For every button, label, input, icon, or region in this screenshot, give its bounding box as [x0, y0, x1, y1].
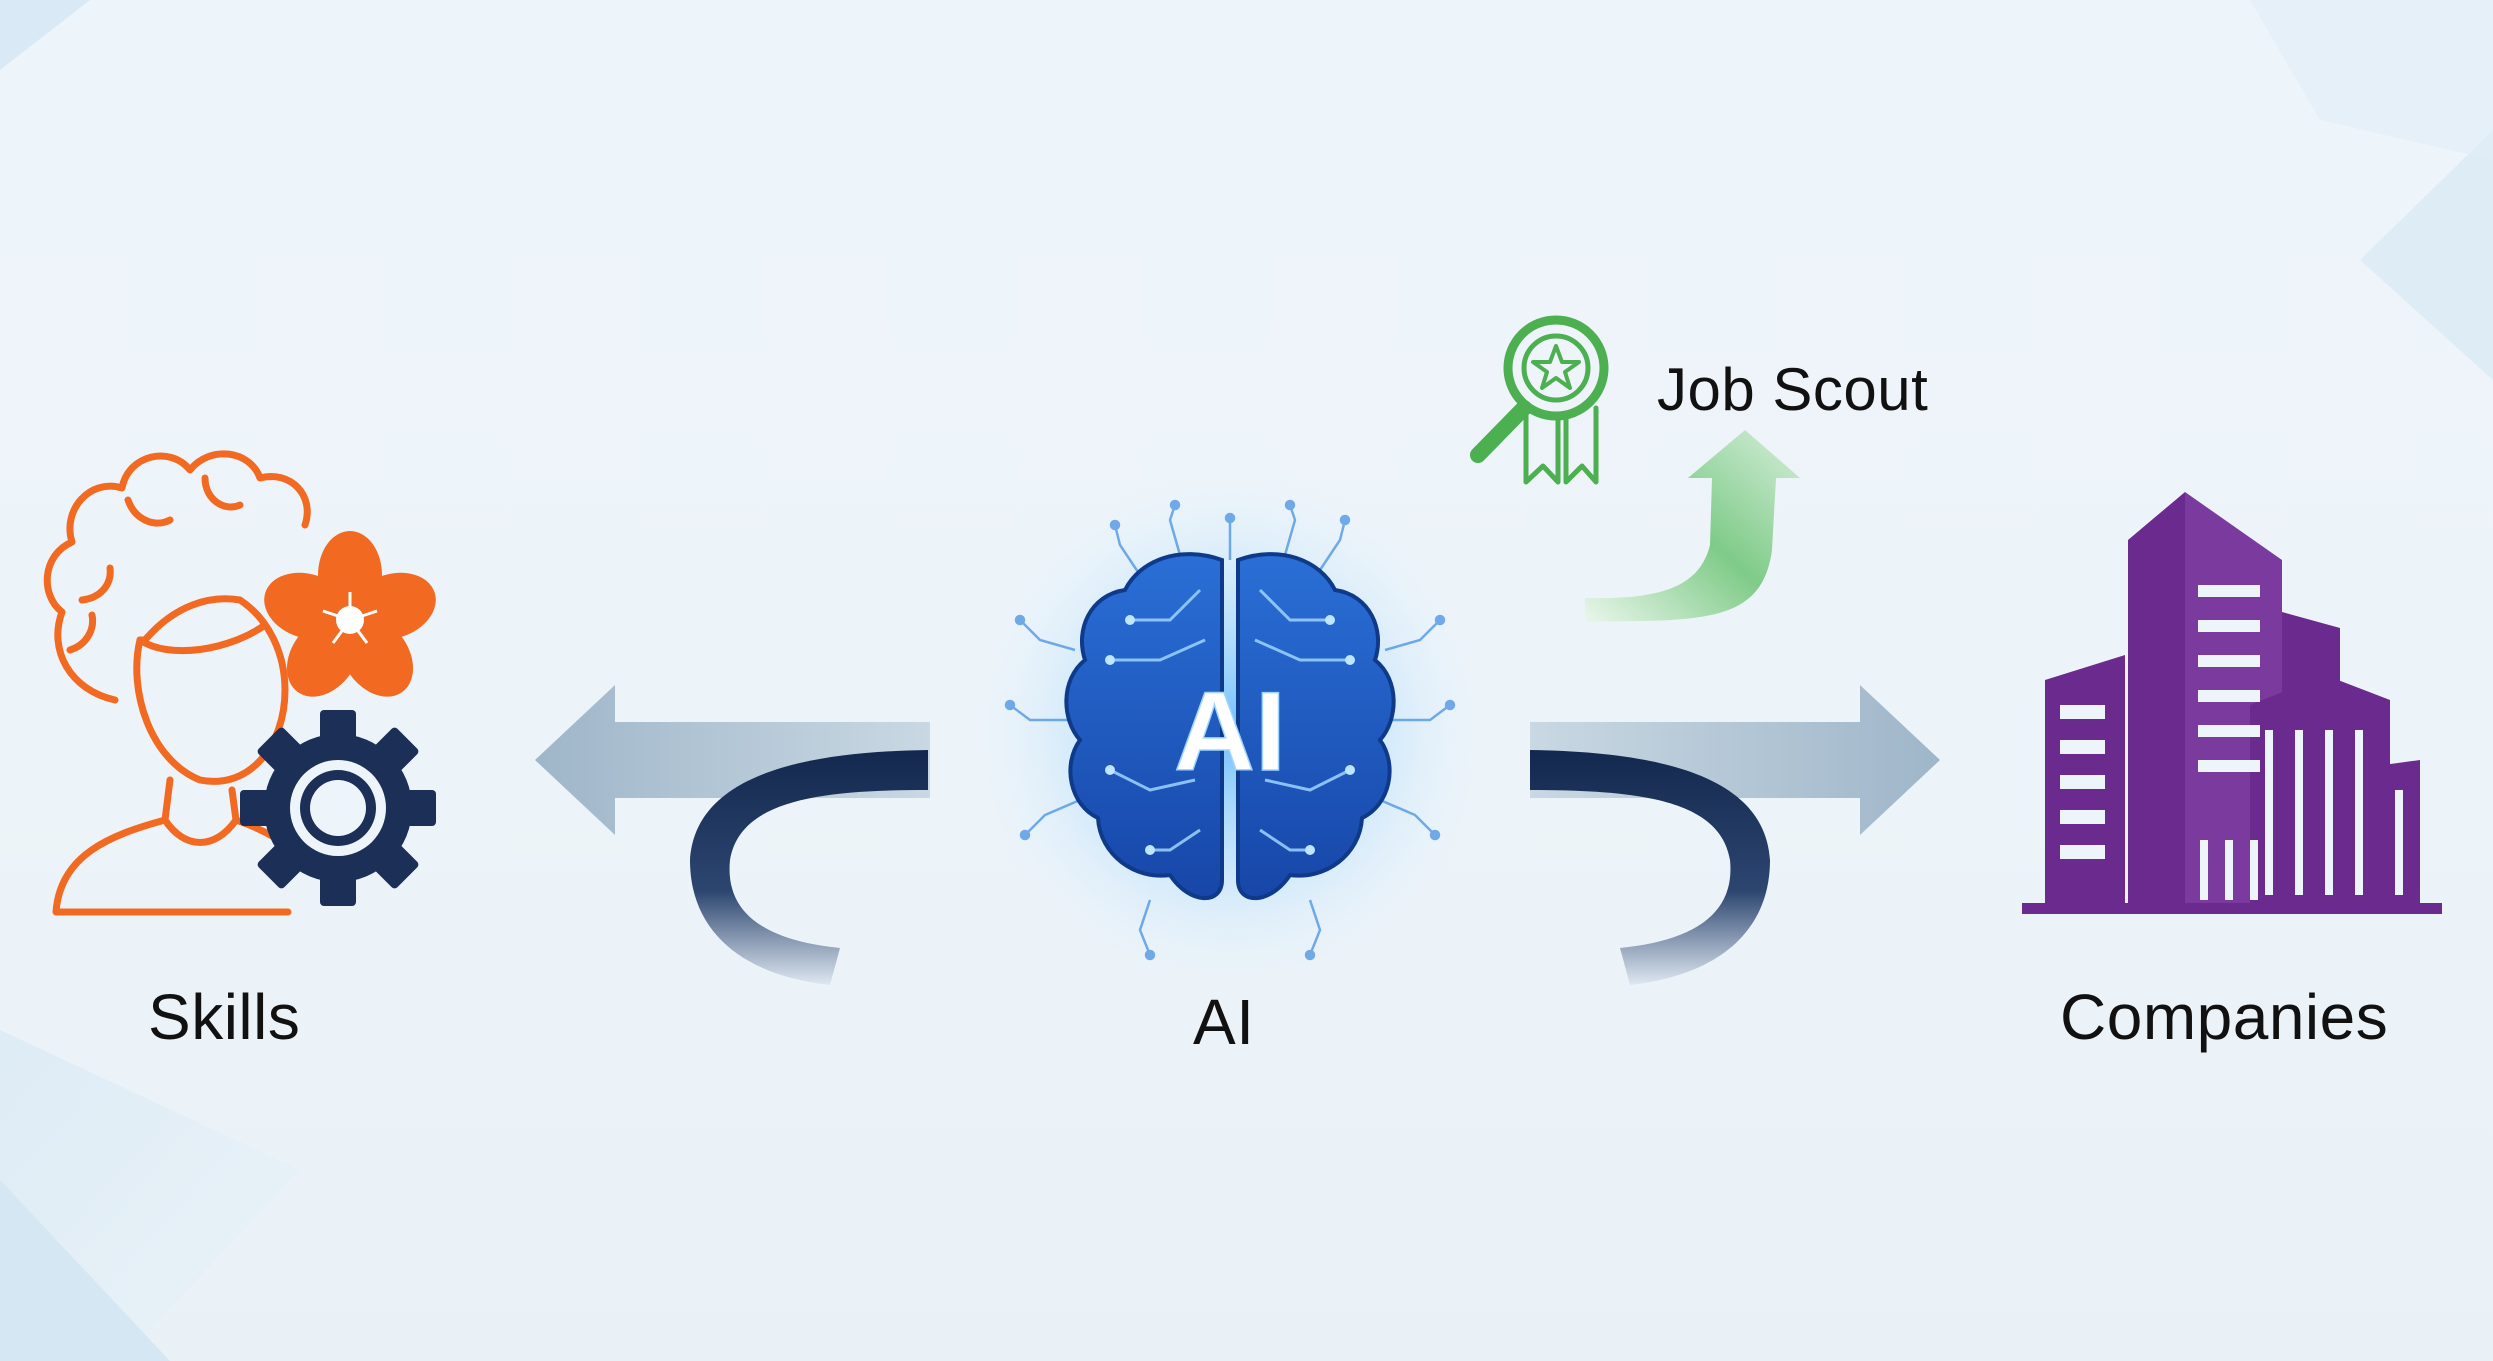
person-brain-gear-icon [43, 450, 436, 916]
flower-icon [264, 531, 436, 697]
ai-brain-circuit-icon: AI [960, 460, 1500, 1000]
arrow-ai-to-job-scout [1585, 430, 1800, 622]
companies-label: Companies [2060, 981, 2389, 1053]
arrow-ai-to-skills [535, 685, 930, 835]
ai-label: AI [1193, 986, 1255, 1058]
job-scout-label: Job Scout [1657, 356, 1929, 423]
office-buildings-icon [2022, 492, 2442, 914]
magnifier-award-badge-icon [1470, 315, 1609, 485]
skills-label: Skills [148, 981, 301, 1053]
curved-connector-left [690, 750, 928, 985]
curved-connector-right [1530, 750, 1770, 985]
gear-icon [240, 710, 436, 906]
arrow-ai-to-companies [1530, 685, 1940, 835]
ai-brain-badge: AI [1174, 669, 1286, 794]
